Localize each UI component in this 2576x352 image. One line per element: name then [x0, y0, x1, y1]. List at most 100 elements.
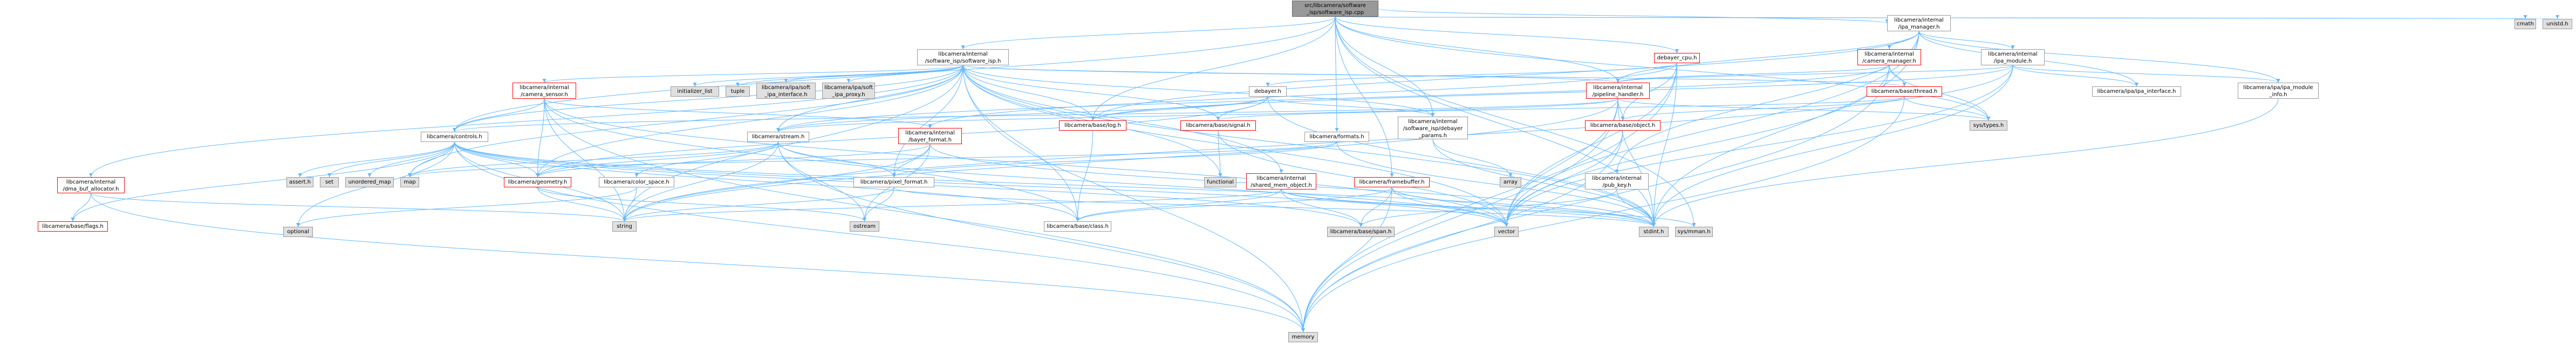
node-stream[interactable]: libcamera/stream.h	[747, 132, 809, 142]
node-base-object[interactable]: libcamera/base/object.h	[1585, 120, 1661, 131]
node-stdint[interactable]: stdint.h	[1639, 227, 1669, 237]
edge-sw_isp_h-to-geometry	[536, 65, 964, 178]
edge-dma_buf_allocator-to-memory	[91, 193, 1305, 333]
node-functional[interactable]: functional	[1204, 177, 1236, 187]
node-camera-sensor[interactable]: libcamera/internal /camera_sensor.h	[513, 83, 576, 99]
node-pixel-format[interactable]: libcamera/pixel_format.h	[853, 177, 934, 187]
node-camera-manager[interactable]: libcamera/internal /camera_manager.h	[1857, 49, 1921, 65]
edge-debayer_cpu-to-memory	[1301, 63, 1677, 333]
node-array[interactable]: array	[1500, 177, 1521, 187]
node-memory[interactable]: memory	[1288, 332, 1318, 342]
node-set[interactable]: set	[320, 177, 339, 187]
edge-sw_isp_h-to-base_signal	[962, 65, 1220, 121]
edge-camera_sensor-to-base_class	[544, 98, 1079, 222]
edge-sw_isp_h-to-camera_sensor	[542, 65, 964, 83]
node-pub-key[interactable]: libcamera/internal /pub_key.h	[1585, 173, 1649, 189]
node-ostream[interactable]: ostream	[850, 221, 879, 232]
node-framebuffer[interactable]: libcamera/framebuffer.h	[1354, 177, 1430, 187]
node-ipa-module-info[interactable]: libcamera/ipa/ipa_module _info.h	[2238, 83, 2319, 99]
node-base-class[interactable]: libcamera/base/class.h	[1044, 221, 1111, 232]
node-vector[interactable]: vector	[1494, 227, 1519, 237]
node-pipeline-handler[interactable]: libcamera/internal /pipeline_handler.h	[1586, 83, 1650, 99]
edge-base_thread-to-sys_types	[1904, 96, 1991, 121]
node-map[interactable]: map	[400, 177, 419, 187]
edge-controls-to-map	[408, 141, 455, 178]
edge-camera_sensor-to-memory	[544, 98, 1305, 333]
node-cmath[interactable]: cmath	[2514, 19, 2536, 29]
node-ipa-soft-proxy[interactable]: libcamera/ipa/soft _ipa_proxy.h	[822, 83, 875, 99]
edge-sw_isp_h-to-string	[623, 65, 964, 222]
node-initializer-list[interactable]: initializer_list	[671, 86, 719, 97]
edge-framebuffer-to-vector	[1391, 187, 1508, 227]
edge-pipeline_handler-to-string	[623, 98, 1618, 222]
edge-framebuffer-to-base_class	[1076, 187, 1392, 222]
edge-ipa_module-to-pipeline_handler	[1616, 65, 2013, 83]
edge-framebuffer-to-stdint	[1391, 187, 1656, 227]
edge-stream-to-string	[623, 141, 778, 222]
edge-root-to-debayer_params	[1335, 16, 1435, 117]
node-base-span[interactable]: libcamera/base/span.h	[1327, 227, 1395, 237]
edge-sw_isp_h-to-debayer_params	[962, 65, 1435, 117]
edge-base_object-to-vector	[1505, 130, 1623, 227]
edge-base_signal-to-functional	[1218, 130, 1222, 178]
edge-camera_sensor-to-vector	[544, 98, 1508, 227]
edge-camera_sensor-to-geometry	[536, 98, 545, 178]
node-base-thread[interactable]: libcamera/base/thread.h	[1867, 86, 1942, 97]
edge-controls-to-geometry	[454, 141, 539, 178]
edge-sw_isp_h-to-base_log	[962, 65, 1095, 121]
node-geometry[interactable]: libcamera/geometry.h	[504, 177, 571, 187]
node-string[interactable]: string	[612, 221, 637, 232]
node-debayer-h[interactable]: debayer.h	[1249, 86, 1287, 97]
node-unistd[interactable]: unistd.h	[2543, 19, 2572, 29]
edge-formats-to-stdint	[1336, 141, 1656, 227]
node-base-log[interactable]: libcamera/base/log.h	[1059, 120, 1126, 131]
node-debayer-params[interactable]: libcamera/internal /software_isp/debayer…	[1398, 117, 1468, 139]
edge-root-to-framebuffer	[1335, 16, 1394, 178]
node-tuple[interactable]: tuple	[726, 86, 750, 97]
edge-debayer_h-to-base_log	[1091, 96, 1268, 121]
edge-sw_isp_h-to-shared_mem_object	[962, 65, 1283, 174]
node-debayer-cpu[interactable]: debayer_cpu.h	[1654, 53, 1700, 63]
node-optional[interactable]: optional	[283, 227, 313, 237]
node-assert[interactable]: assert.h	[286, 177, 313, 187]
edge-root-to-sw_isp_h	[961, 16, 1336, 50]
edge-controls-to-memory	[454, 141, 1305, 333]
node-ipa-soft-interface[interactable]: libcamera/ipa/soft _ipa_interface.h	[756, 83, 816, 99]
edge-root-to-base_log	[1091, 16, 1336, 121]
edge-framebuffer-to-base_span	[1359, 187, 1392, 227]
node-software-isp-cpp[interactable]: src/libcamera/software _isp/software_isp…	[1292, 1, 1378, 17]
edge-pipeline_handler-to-stream	[776, 98, 1618, 132]
node-bayer-format[interactable]: libcamera/internal /bayer_format.h	[898, 128, 962, 144]
edge-geometry-to-ostream	[537, 187, 866, 222]
edge-ipa_module-to-ipa_module_info	[2012, 65, 2280, 83]
edge-pipeline_handler-to-memory	[1301, 98, 1618, 333]
edge-debayer_params-to-array	[1432, 139, 1513, 178]
edge-sw_isp_h-to-ipa_soft_interface	[784, 65, 964, 83]
node-ipa-interface[interactable]: libcamera/ipa/ipa_interface.h	[2092, 86, 2181, 97]
edge-base_log-to-base_class	[1076, 130, 1093, 222]
edge-ipa_manager-to-ipa_module_info	[1918, 31, 2280, 83]
node-dma-buf-allocator[interactable]: libcamera/internal /dma_buf_allocator.h	[57, 177, 125, 193]
edge-pipeline_handler-to-controls	[453, 98, 1618, 132]
edge-ipa_manager-to-pipeline_handler	[1616, 31, 1919, 83]
node-controls[interactable]: libcamera/controls.h	[421, 132, 488, 142]
edge-pipeline_handler-to-base_object	[1617, 98, 1625, 121]
node-unordered-map[interactable]: unordered_map	[345, 177, 394, 187]
edge-pixel_format-to-ostream	[863, 187, 894, 222]
node-color-space[interactable]: libcamera/color_space.h	[599, 177, 674, 187]
edge-stream-to-geometry	[536, 141, 778, 178]
node-sys-mman[interactable]: sys/mman.h	[1675, 227, 1713, 237]
node-base-flags[interactable]: libcamera/base/flags.h	[38, 221, 108, 232]
node-ipa-module[interactable]: libcamera/internal /ipa_module.h	[1981, 49, 2045, 65]
node-shared-mem-object[interactable]: libcamera/internal /shared_mem_object.h	[1246, 173, 1316, 189]
edge-sw_isp_h-to-memory	[962, 65, 1305, 333]
node-ipa-manager[interactable]: libcamera/internal /ipa_manager.h	[1887, 15, 1951, 31]
edge-root-to-sys_types	[1335, 16, 1991, 121]
edge-bayer_format-to-pixel_format	[892, 144, 931, 178]
node-software-isp-h[interactable]: libcamera/internal /software_isp/softwar…	[917, 49, 1009, 65]
node-sys-types[interactable]: sys/types.h	[1970, 120, 2007, 131]
node-formats[interactable]: libcamera/formats.h	[1304, 132, 1369, 142]
edge-camera_sensor-to-controls	[453, 98, 545, 132]
edge-ipa_manager-to-ipa_module	[1918, 31, 2015, 50]
node-base-signal[interactable]: libcamera/base/signal.h	[1180, 120, 1256, 131]
